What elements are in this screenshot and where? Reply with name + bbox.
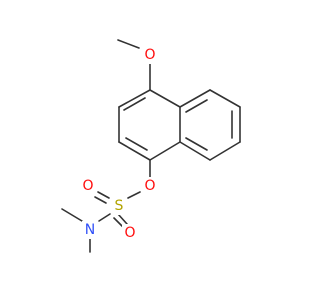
bond-ring-right-5-inner	[185, 137, 208, 151]
sulfonyl-oxygen-right-label: O	[124, 225, 135, 241]
bond-sulfur-oxygen-right-b	[113, 217, 124, 228]
nitrogen-label: N	[85, 222, 95, 238]
methoxy-oxygen-label: O	[144, 47, 155, 63]
bond-ring-left-4	[149, 141, 181, 161]
bond-ring-left-1-inner	[123, 97, 146, 111]
atom-labels: O O S O O N	[80, 46, 158, 242]
bond-ring-right-4	[209, 141, 241, 161]
bond-ring-left-3	[118, 141, 151, 161]
sulfonyl-oxygen-left-label: O	[82, 178, 93, 194]
bond-ring-right-5	[179, 141, 211, 161]
bond-ring-right-2	[209, 89, 241, 108]
bond-methyl-methoxy-oxygen	[117, 39, 140, 49]
structure-canvas: O O S O O N	[61, 39, 241, 253]
molecule-diagram: O O S O O N	[61, 39, 241, 253]
bond-ester-oxygen-sulfur	[127, 191, 141, 199]
bond-ring-left-1	[118, 89, 151, 108]
bond-ring-left-6	[149, 89, 181, 108]
bond-ring-right-1-inner	[185, 99, 208, 113]
bond-ring-right-1	[179, 89, 211, 108]
bonds	[61, 39, 241, 253]
bond-sulfur-oxygen-left-a	[97, 191, 110, 199]
bond-sulfur-nitrogen	[98, 213, 111, 222]
bond-nitrogen-methyl-upper	[61, 208, 83, 222]
bond-ring-left-3-inner	[125, 137, 148, 151]
ester-oxygen-label: O	[144, 178, 155, 194]
bond-sulfur-oxygen-left-b	[94, 196, 107, 204]
sulfur-label: S	[115, 198, 124, 214]
bond-sulfur-oxygen-right-a	[117, 213, 128, 225]
